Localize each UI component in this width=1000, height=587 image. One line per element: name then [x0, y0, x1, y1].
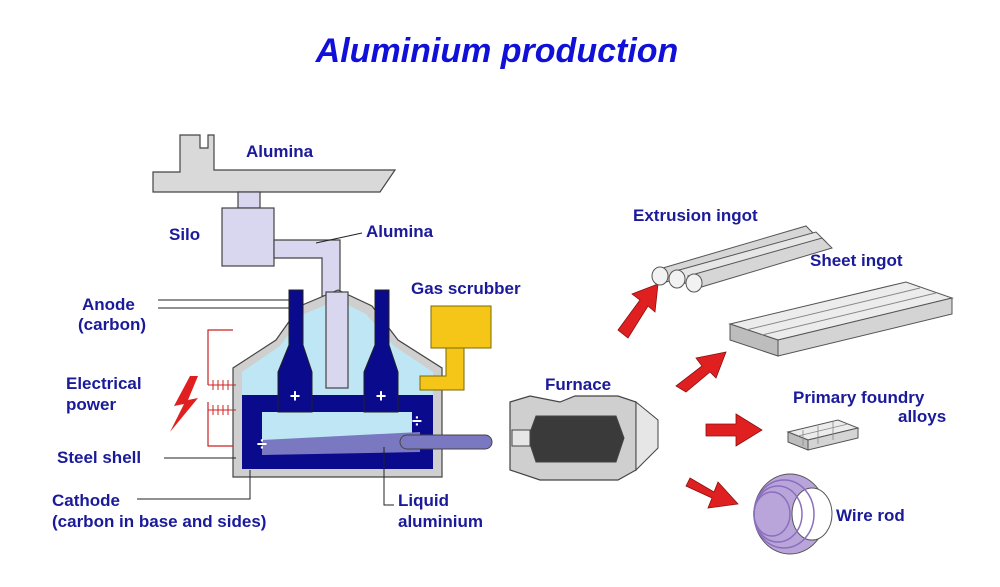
alumina-pipe	[273, 239, 341, 297]
cathode-label-line1: Cathode	[52, 491, 120, 510]
anode-left	[277, 289, 313, 413]
anode-plus-sign-right: +	[376, 386, 387, 406]
electrical-circuit	[207, 329, 236, 447]
wire-rod-label: Wire rod	[836, 506, 905, 525]
foundry-alloys-label-line1: Primary foundry	[793, 388, 925, 407]
alumina-ship-label: Alumina	[246, 142, 314, 161]
arrow-to-foundry-alloys	[705, 413, 763, 447]
arrow-to-sheet-ingot	[675, 351, 727, 393]
anode-label-line1: Anode	[82, 295, 135, 314]
anode-label-line2: (carbon)	[78, 315, 146, 334]
furnace	[509, 395, 659, 481]
cathode-leader-line	[137, 470, 251, 500]
gas-scrubber-label: Gas scrubber	[411, 279, 521, 298]
gas-scrubber	[419, 305, 492, 391]
anode-plus-sign-left: +	[290, 386, 301, 406]
alumina-pipe-label: Alumina	[366, 222, 434, 241]
cathode-minus-sign-left: ÷	[257, 434, 267, 454]
steel-shell-label: Steel shell	[57, 448, 141, 467]
electrical-power-label-line1: Electrical	[66, 374, 142, 393]
electrical-power-label-line2: power	[66, 395, 116, 414]
sheet-ingot-label: Sheet ingot	[810, 251, 903, 270]
alumina-ship	[152, 134, 397, 193]
furnace-label: Furnace	[545, 375, 611, 394]
arrow-to-wire-rod	[685, 477, 739, 509]
silo-label: Silo	[169, 225, 200, 244]
extrusion-ingot	[651, 225, 833, 293]
extrusion-ingot-label: Extrusion ingot	[633, 206, 758, 225]
cathode-minus-sign-right: ÷	[412, 411, 422, 431]
primary-foundry-alloys	[786, 419, 860, 451]
silo	[221, 191, 275, 267]
liquid-aluminium-leader-line	[383, 447, 394, 506]
sheet-ingot	[728, 281, 954, 357]
alumina-pipe-leader-line	[315, 232, 363, 244]
anode-right	[363, 289, 399, 413]
liquid-aluminium-label-line2: aluminium	[398, 512, 483, 531]
foundry-alloys-label-line2: alloys	[898, 407, 946, 426]
wire-rod-coil	[753, 473, 833, 555]
page-title: Aluminium production	[315, 32, 679, 70]
liquid-aluminium-label-line1: Liquid	[398, 491, 449, 510]
lightning-icon	[170, 376, 198, 432]
arrow-to-extrusion-ingot	[617, 283, 659, 339]
cathode-label-line2: (carbon in base and sides)	[52, 512, 266, 531]
